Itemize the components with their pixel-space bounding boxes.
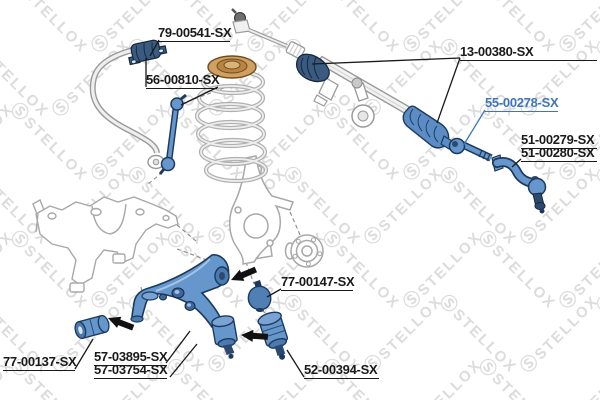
inner-tie-rod-drawing [448,137,493,162]
steering-rack-drawing [295,53,453,150]
rack-bellows-drawing [402,105,453,150]
part-label-13-00380[interactable]: 13-00380-SX [460,45,597,61]
arrow-to-ball-joint-seat [231,266,258,281]
highlighted-leader-line [462,109,486,147]
coil-spring-drawing [194,68,269,184]
direction-arrows [108,266,269,342]
subframe-drawing [32,196,179,293]
wheel-hub-drawing [284,234,324,268]
steering-knuckle-drawing [229,155,294,265]
leader-lines [74,39,522,378]
arrow-to-arm-bushing [108,316,135,331]
arrow-to-arm-housing [241,329,269,342]
part-label-57-03895[interactable]: 57-03895-SX [94,349,168,366]
part-label-55-00278-highlighted[interactable]: 55-00278-SX [485,95,559,112]
part-label-56-00810[interactable]: 56-00810-SX [146,72,220,89]
part-label-51-00280[interactable]: 51-00280-SX [521,146,597,162]
part-label-52-00394[interactable]: 52-00394-SX [304,362,379,379]
control-arm-drawing [130,254,238,359]
stabilizer-link-drawing [158,93,187,175]
arm-bushing-drawing [74,314,110,340]
tie-rod-end-drawing [491,154,547,214]
part-label-77-00147[interactable]: 77-00147-SX [281,274,355,291]
part-label-79-00541[interactable]: 79-00541-SX [158,25,232,42]
tie-rod-assembly-top-drawing [231,8,310,63]
part-label-77-00137[interactable]: 77-00137-SX [3,354,77,371]
strut-top-mount-drawing [207,55,257,79]
part-label-57-03754[interactable]: 57-03754-SX [94,362,168,379]
stabilizer-bushing-drawing [128,39,168,66]
strut-assembly [194,55,324,268]
ball-joint-boot-drawing [247,280,272,312]
stabilizer-bar-drawing [89,41,165,170]
part-label-51-00279[interactable]: 51-00279-SX [521,133,597,149]
